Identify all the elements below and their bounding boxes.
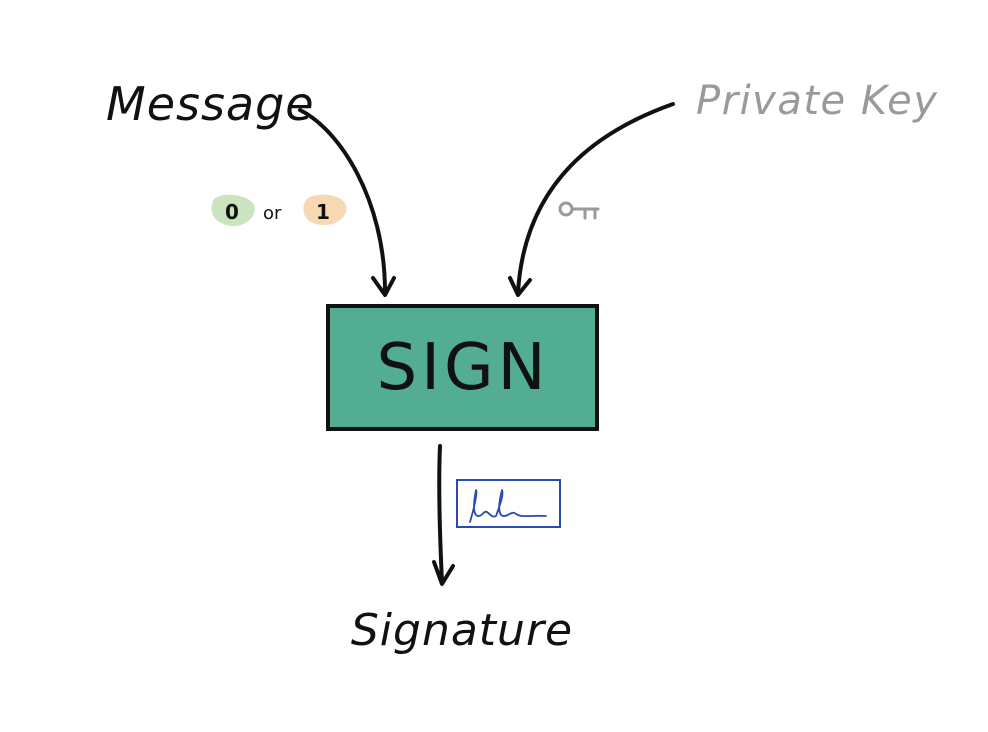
signature-icon xyxy=(456,479,561,528)
signature-label: Signature xyxy=(351,605,573,656)
output-arrow xyxy=(432,444,455,586)
bit-connector-label: or xyxy=(263,203,282,224)
bit-one-label: 1 xyxy=(316,200,330,224)
bit-zero-highlight xyxy=(211,194,255,226)
message-label: Message xyxy=(106,77,315,131)
bit-one-highlight xyxy=(303,194,347,226)
private-key-arrow xyxy=(508,102,675,297)
sign-label: SIGN xyxy=(377,331,550,405)
sign-process-box: SIGN xyxy=(326,304,599,431)
bit-zero-label: 0 xyxy=(225,200,239,224)
message-bit-options: 0 or 1 xyxy=(211,194,347,226)
message-arrow xyxy=(298,108,396,297)
key-icon xyxy=(558,201,600,220)
private-key-label: Private Key xyxy=(696,78,938,124)
